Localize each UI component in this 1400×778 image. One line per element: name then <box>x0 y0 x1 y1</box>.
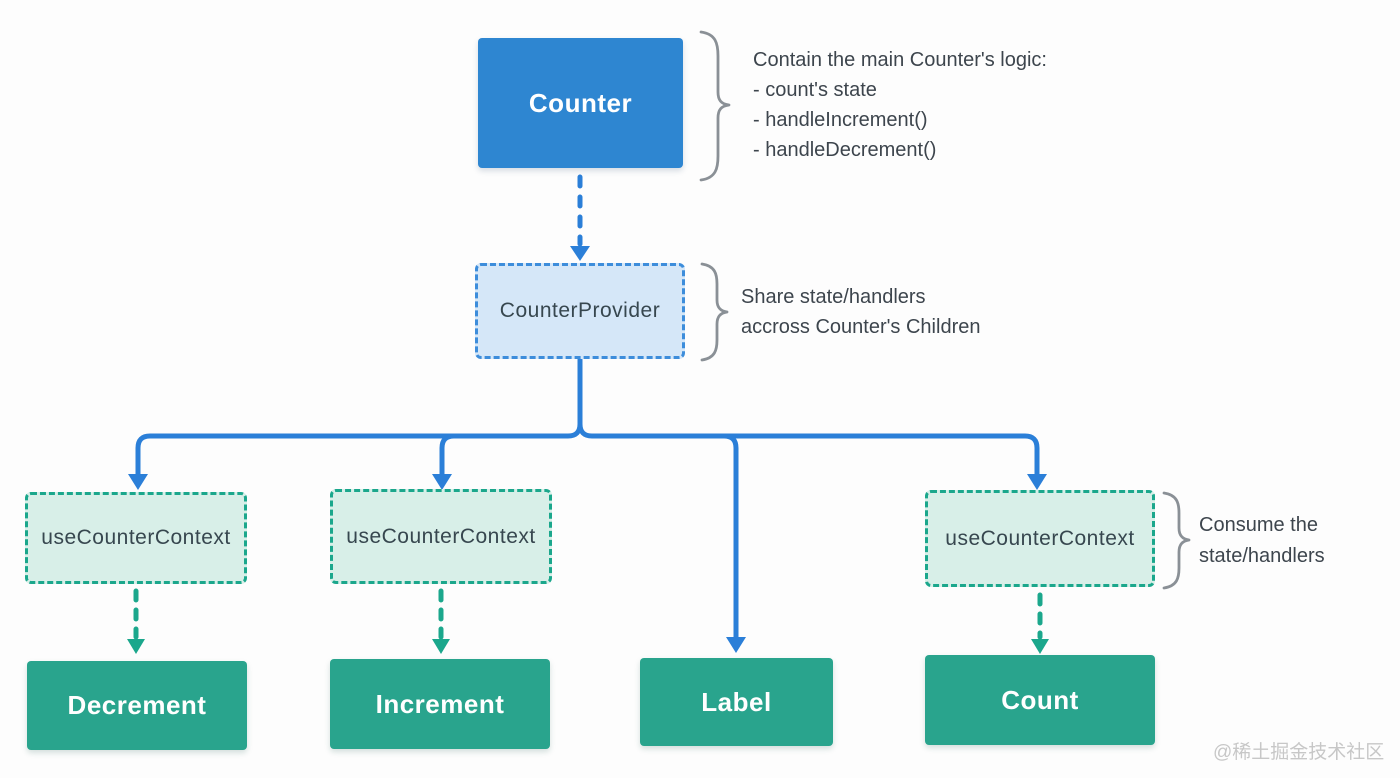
branch-tee-increment <box>439 433 457 478</box>
label-node: Label <box>640 658 833 746</box>
arrowhead-to-count <box>1031 639 1049 654</box>
watermark: @稀土掘金技术社区 <box>1213 742 1385 763</box>
arrowhead-to-increment <box>432 639 450 654</box>
arrowhead-to-ucc3 <box>1027 474 1047 490</box>
arrowhead-to-decrement <box>127 639 145 654</box>
use-counter-context-node-1: useCounterContext <box>25 492 247 584</box>
arrowhead-to-label <box>726 637 746 653</box>
provider-branch-left <box>135 357 583 478</box>
arrowhead-to-ucc1 <box>128 474 148 490</box>
consume-annotation-line-1: Consume the <box>1199 514 1318 536</box>
counter-annotation: Contain the main Counter's logic: - coun… <box>753 45 1047 165</box>
use-counter-context-node-3: useCounterContext <box>925 490 1155 587</box>
brace-provider-note <box>700 262 729 362</box>
provider-annotation-line-1: Share state/handlers <box>741 286 926 308</box>
counter-annotation-item-3: - handleDecrement() <box>753 139 937 161</box>
brace-consume-note <box>1162 491 1191 590</box>
consume-annotation-line-2: state/handlers <box>1199 545 1325 567</box>
arrowhead-to-provider <box>570 246 590 261</box>
counter-provider-node: CounterProvider <box>475 263 685 359</box>
branch-tee-label <box>721 433 739 640</box>
provider-annotation-line-2: accross Counter's Children <box>741 316 981 338</box>
provider-annotation: Share state/handlers accross Counter's C… <box>741 282 980 342</box>
consume-annotation: Consume the state/handlers <box>1199 510 1325 572</box>
use-counter-context-node-2: useCounterContext <box>330 489 552 584</box>
arrowhead-to-ucc2 <box>432 474 452 490</box>
decrement-node: Decrement <box>27 661 247 750</box>
counter-annotation-item-2: - handleIncrement() <box>753 109 928 131</box>
brace-counter-note <box>699 30 731 182</box>
counter-annotation-item-1: - count's state <box>753 79 877 101</box>
counter-node: Counter <box>478 38 683 168</box>
count-node: Count <box>925 655 1155 745</box>
increment-node: Increment <box>330 659 550 749</box>
provider-branch-right <box>577 357 1040 478</box>
counter-annotation-title: Contain the main Counter's logic: <box>753 49 1047 71</box>
